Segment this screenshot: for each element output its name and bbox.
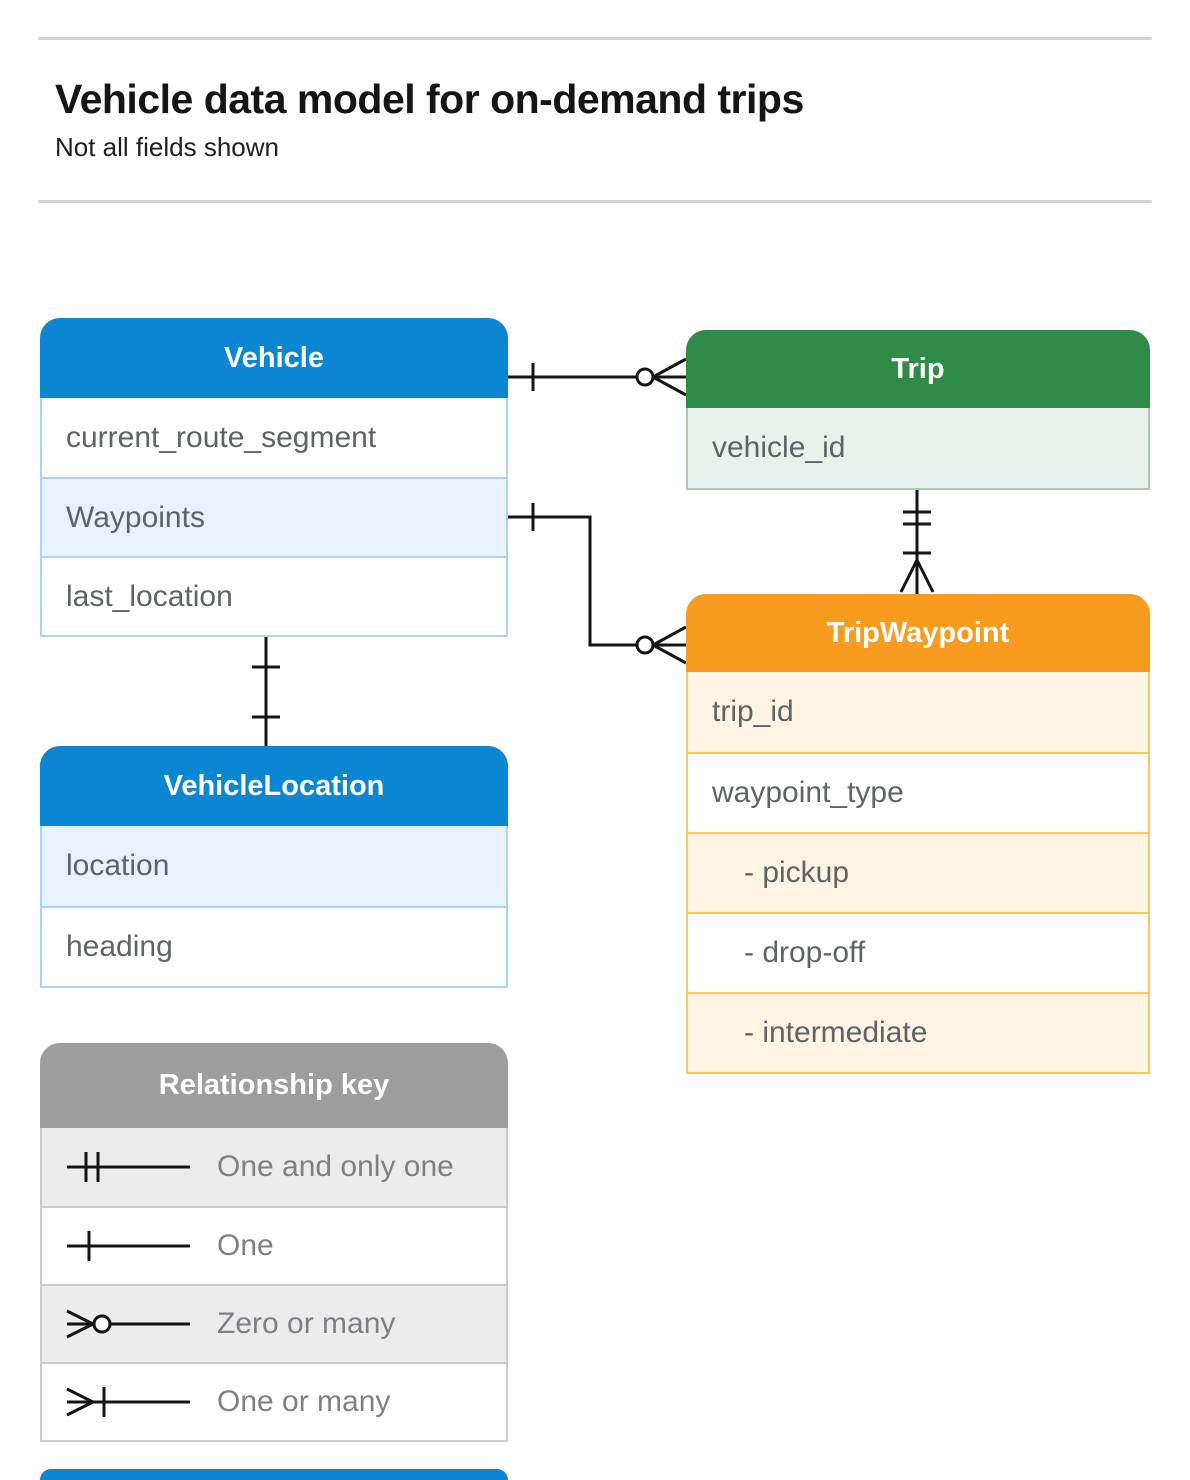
enum-row-pickup: - pickup <box>688 832 1148 912</box>
connector-waypoints-tripwaypoint <box>508 503 687 665</box>
entity-table-trip: Trip vehicle_id <box>686 330 1150 490</box>
relationship-key: Relationship key One and only one One <box>40 1043 508 1442</box>
field-row-vehicle-id: vehicle_id <box>688 408 1148 488</box>
zero-circle-marker <box>635 367 655 387</box>
field-row-last-location: last_location <box>42 556 506 635</box>
vehicle-table-body: current_route_segment Waypoints last_loc… <box>40 398 508 637</box>
many-crowfoot-marker <box>652 357 687 397</box>
legend-label: One <box>217 1229 274 1262</box>
legend-label: Zero or many <box>217 1307 396 1340</box>
page-subtitle: Not all fields shown <box>55 132 279 162</box>
relationship-key-body: One and only one One Zero or many <box>40 1128 508 1442</box>
enum-row-intermediate: - intermediate <box>688 992 1148 1072</box>
trip-table-body: vehicle_id <box>686 408 1150 490</box>
vehicle-table-header: Vehicle <box>40 318 508 398</box>
connector-vehicle-vehiclelocation <box>252 635 280 746</box>
field-row-trip-id: trip_id <box>688 672 1148 752</box>
field-row-heading: heading <box>42 906 506 986</box>
entity-table-vehicle: Vehicle current_route_segment Waypoints … <box>40 318 508 637</box>
connector-vehicle-trip <box>508 357 687 397</box>
entity-table-tripwaypoint: TripWaypoint trip_id waypoint_type - pic… <box>686 594 1150 1074</box>
connector-trip-tripwaypoint <box>899 490 935 594</box>
legend-label: One and only one <box>217 1150 454 1183</box>
relationship-key-header: Relationship key <box>40 1043 508 1128</box>
field-row-waypoint-type: waypoint_type <box>688 752 1148 832</box>
tripwaypoint-table-body: trip_id waypoint_type - pickup - drop-of… <box>686 672 1150 1074</box>
legend-row-one-or-many: One or many <box>42 1362 506 1440</box>
divider-below-subtitle <box>38 200 1152 203</box>
trip-table-header: Trip <box>686 330 1150 408</box>
entity-table-vehiclelocation: VehicleLocation location heading <box>40 746 508 988</box>
page-title: Vehicle data model for on-demand trips <box>55 76 804 122</box>
one-symbol-icon <box>67 1231 190 1261</box>
field-row-current-route-segment: current_route_segment <box>42 398 506 477</box>
legend-label: One or many <box>217 1385 391 1418</box>
enum-row-drop-off: - drop-off <box>688 912 1148 992</box>
zero-circle-marker <box>635 635 655 655</box>
vehiclelocation-table-body: location heading <box>40 826 508 988</box>
one-and-only-one-symbol-icon <box>67 1152 190 1182</box>
one-and-only-one-ticks-marker <box>903 510 931 526</box>
legend-row-one-and-only-one: One and only one <box>42 1128 506 1206</box>
divider-top <box>38 37 1152 40</box>
field-row-waypoints: Waypoints <box>42 477 506 556</box>
vehiclelocation-table-header: VehicleLocation <box>40 746 508 826</box>
legend-row-one: One <box>42 1206 506 1284</box>
connector-line <box>508 515 686 647</box>
zero-or-many-symbol-icon <box>66 1309 190 1339</box>
field-row-location: location <box>42 826 506 906</box>
cropped-table-header <box>40 1469 508 1480</box>
many-crowfoot-marker <box>652 625 687 665</box>
legend-row-zero-or-many: Zero or many <box>42 1284 506 1362</box>
tripwaypoint-table-header: TripWaypoint <box>686 594 1150 672</box>
many-crowfoot-marker <box>899 559 935 593</box>
one-or-many-symbol-icon <box>66 1387 190 1417</box>
